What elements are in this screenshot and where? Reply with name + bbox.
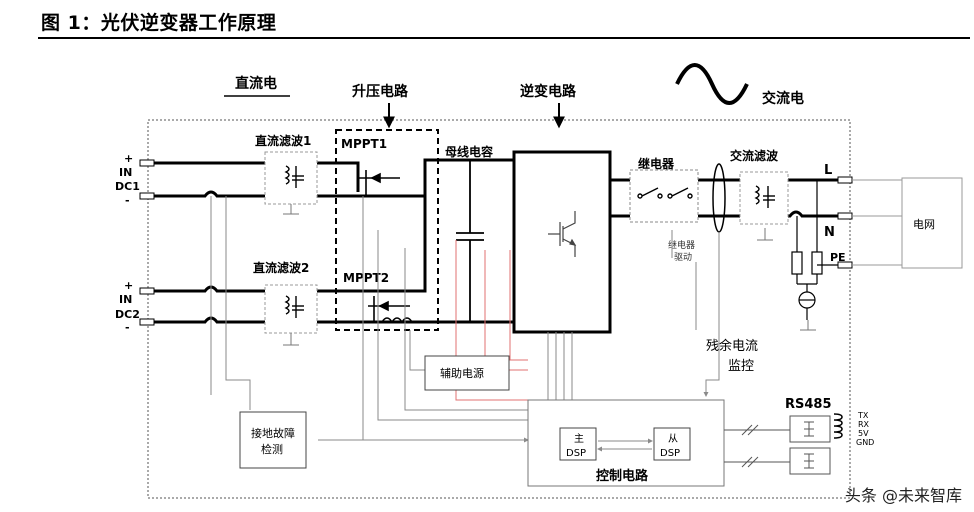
rs485-rx-label: RX [858,420,870,429]
sine-wave-icon [675,63,749,105]
relay-drive-label-1: 继电器 [668,239,695,251]
main-dsp-label-2: DSP [566,448,586,459]
line-L-label: L [824,163,832,178]
ground-fault-label-1: 接地故障 [251,426,295,440]
slave-dsp-box [653,427,691,461]
title-rule [38,37,970,39]
dc-power-wires [154,158,514,324]
dc2-minus-sign: - [125,321,130,334]
grid-label: 电网 [913,218,935,231]
dc-filter-2-label: 直流滤波2 [253,260,309,275]
main-dsp-label-1: 主 [574,433,584,445]
ac-label: 交流电 [762,90,804,107]
dc2-in-label: IN [119,293,132,306]
dc1-name-label: DC1 [115,180,140,193]
current-sensor-ring [712,163,726,233]
slave-dsp-label-1: 从 [668,434,678,445]
bus-capacitor-label: 母线电容 [445,144,493,159]
line-N-label: N [824,225,835,240]
bus-capacitor-symbol [456,160,484,322]
dc-filter-1-box [264,151,318,205]
dsp-link-arrows [597,438,653,452]
residual-current-label-1: 残余电流 [706,338,758,354]
relay-drive-label-2: 驱动 [674,252,692,263]
aux-power-box [424,355,510,391]
mppt1-label: MPPT1 [341,137,387,151]
dc-filter-1-label: 直流滤波1 [255,133,311,148]
rs485-gnd-label: GND [856,438,874,447]
control-circuit-label: 控制电路 [596,468,649,484]
dc-label: 直流电 [235,75,277,92]
aux-power-label: 辅助电源 [440,366,484,380]
dc2-plus-sign: + [124,279,133,292]
rs485-interface [724,415,831,475]
boost-switches [358,170,413,324]
boost-circuit-label: 升压电路 [352,83,409,100]
dc1-plus-terminal [139,159,155,167]
ac-filter-box [739,171,789,225]
grid-connection-lines [852,179,902,266]
main-dsp-box [559,427,597,461]
pe-label: PE [830,251,846,264]
rs485-label: RS485 [785,397,832,412]
dc1-plus-sign: + [124,152,133,165]
ground-symbols [283,204,816,346]
ground-fault-box [239,411,307,469]
watermark: 头条 @未来智库 [844,486,962,505]
inverter-circuit-label: 逆变电路 [520,83,577,100]
dc2-plus-terminal [139,287,155,295]
surge-protection-icons [791,180,838,320]
inverter-block [512,150,612,334]
ac-filter-label: 交流滤波 [730,148,779,163]
grid-box [901,177,963,269]
rs485-tx-label: TX [857,411,869,420]
inverter-transistor-icon [548,211,577,257]
L-terminal [837,176,853,184]
dc2-name-label: DC2 [115,308,140,321]
relay-switch-icons [637,187,693,199]
residual-current-label-2: 监控 [728,359,754,374]
ground-fault-label-2: 检测 [261,442,283,456]
rs485-port-icon [833,413,843,439]
dc-filter-2-box [264,284,318,334]
slave-dsp-label-2: DSP [660,448,680,459]
figure-title: 图 1：光伏逆变器工作原理 [41,12,277,34]
ac-filter-symbol [754,185,775,208]
dc1-in-label: IN [119,166,132,179]
dc2-minus-terminal [139,318,155,326]
dc-filter-1-symbol [284,165,304,188]
boost-circuit-boundary [335,129,439,331]
PE-terminal [837,261,853,269]
dc1-minus-sign: - [125,194,130,207]
gray-signal-lines [210,196,720,443]
rs485-5v-label: 5V [858,429,869,438]
relay-label: 继电器 [638,156,675,171]
mppt2-label: MPPT2 [343,271,389,285]
N-terminal [837,212,853,220]
dc-filter-2-symbol [284,295,304,318]
dc1-minus-terminal [139,192,155,200]
